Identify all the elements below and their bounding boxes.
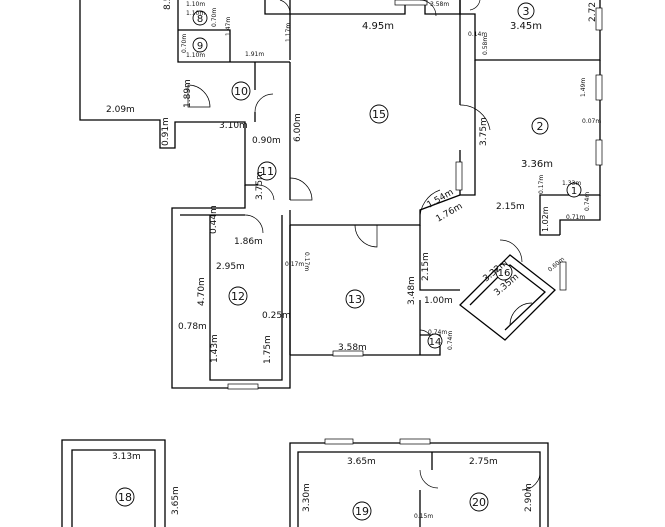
dim-label: 0.14m	[468, 31, 487, 38]
walls-main	[79, 0, 601, 389]
dim-label: 3.48m	[407, 276, 417, 305]
dim-label: 3.58m	[430, 1, 449, 8]
dim-label: 2.09m	[106, 105, 135, 115]
dim-label: 1.86m	[234, 237, 263, 247]
dim-label: 0.17m	[538, 175, 545, 194]
room-number-3: 3	[517, 2, 535, 20]
walls-lower	[61, 438, 549, 527]
dim-label: 0.74m	[428, 329, 447, 336]
dim-label: 0.17m	[285, 261, 304, 268]
svg-text:8: 8	[197, 14, 203, 25]
svg-text:13: 13	[348, 293, 362, 306]
dim-label: 2.90m	[524, 483, 534, 512]
svg-text:11: 11	[260, 165, 274, 178]
dim-label: 2.15m	[496, 202, 525, 212]
dim-label: 3.13m	[112, 452, 141, 462]
dim-label: 3.75m	[479, 117, 489, 146]
dim-label: 2.95m	[216, 262, 245, 272]
dim-label: 0.90m	[252, 136, 281, 146]
dim-label: 3.58m	[338, 343, 367, 353]
dim-label: 2.75m	[469, 457, 498, 467]
dimension-labels: 4.95m 3.45m 2.72 0.14m 0.58m 1.49m 0.07m…	[106, 0, 601, 520]
room-number-13: 13	[345, 289, 365, 309]
dim-label: 0.78m	[178, 322, 207, 332]
dim-label: 0.44m	[209, 205, 219, 234]
dim-label: 3.10m	[219, 121, 248, 131]
svg-text:15: 15	[372, 108, 386, 121]
dim-label: 1.10m	[186, 1, 205, 8]
svg-text:2: 2	[537, 120, 544, 133]
dim-label: 0.71m	[566, 214, 585, 221]
svg-text:10: 10	[234, 85, 248, 98]
dim-label: 1.17m	[285, 23, 292, 42]
dim-label: 0.17m	[303, 252, 310, 271]
windows	[227, 0, 603, 390]
dim-label: 8.5	[163, 0, 173, 10]
svg-text:14: 14	[429, 337, 442, 348]
svg-text:3: 3	[523, 5, 530, 18]
room-number-20: 20	[469, 492, 489, 512]
dim-label: 0.58m	[482, 36, 489, 55]
room-number-2: 2	[531, 117, 549, 135]
room-numbers: 1 2 3 8 9 10 11 12 13 14 15 16 18 19 20	[115, 2, 582, 521]
dim-label: 0.70m	[181, 34, 188, 53]
room-number-19: 19	[352, 501, 372, 521]
dim-label: 1.89m	[183, 79, 193, 108]
room-number-11: 11	[257, 161, 277, 181]
dim-label: 1.49m	[580, 78, 587, 97]
dim-label: 0.15m	[414, 513, 433, 520]
svg-text:18: 18	[118, 491, 132, 504]
room-number-16: 16	[495, 263, 513, 281]
room-number-1: 1	[566, 182, 582, 198]
dim-label: 3.30m	[302, 483, 312, 512]
dim-label: 1.75m	[263, 335, 273, 364]
dim-label: 0.07m	[582, 118, 601, 125]
dim-label: 0.25m	[262, 311, 291, 321]
dim-label: 1.02m	[541, 206, 550, 232]
svg-text:16: 16	[498, 268, 511, 279]
dim-label: 4.70m	[197, 277, 207, 306]
room-number-10: 10	[231, 81, 251, 101]
room-number-15: 15	[369, 104, 389, 124]
dim-label: 1.47m	[225, 17, 232, 36]
room-number-18: 18	[115, 487, 135, 507]
dim-label: 0.74m	[584, 192, 591, 211]
dim-label: 1.10m	[186, 52, 205, 59]
room-number-14: 14	[427, 333, 443, 349]
dim-label: 3.75m	[255, 171, 265, 200]
svg-text:1: 1	[571, 186, 577, 197]
dim-label: 2.15m	[421, 252, 431, 281]
svg-text:9: 9	[197, 41, 203, 52]
dim-label: 2.72	[588, 2, 598, 22]
svg-text:12: 12	[231, 290, 245, 303]
dim-label: 3.65m	[347, 457, 376, 467]
dim-label: 3.65m	[171, 486, 181, 515]
room-number-9: 9	[192, 37, 208, 53]
door-swings	[187, 0, 533, 343]
svg-text:19: 19	[355, 505, 369, 518]
dim-label: 6.00m	[293, 113, 303, 142]
svg-text:20: 20	[472, 496, 486, 509]
dim-label: 0.91m	[161, 117, 171, 146]
dim-label: 3.45m	[510, 21, 542, 32]
room-number-8: 8	[192, 10, 208, 26]
dim-label: 1.00m	[424, 296, 453, 306]
dim-label: 0.74m	[447, 331, 454, 350]
dim-label: 3.36m	[521, 159, 553, 170]
dim-label: 1.91m	[245, 51, 264, 58]
dim-label: 4.95m	[362, 21, 394, 32]
dim-label: 1.33m	[562, 180, 581, 187]
room-number-12: 12	[228, 286, 248, 306]
dim-label: 1.43m	[210, 334, 220, 363]
dim-label: 1.10m	[186, 10, 205, 17]
dim-label: 0.70m	[211, 8, 218, 27]
